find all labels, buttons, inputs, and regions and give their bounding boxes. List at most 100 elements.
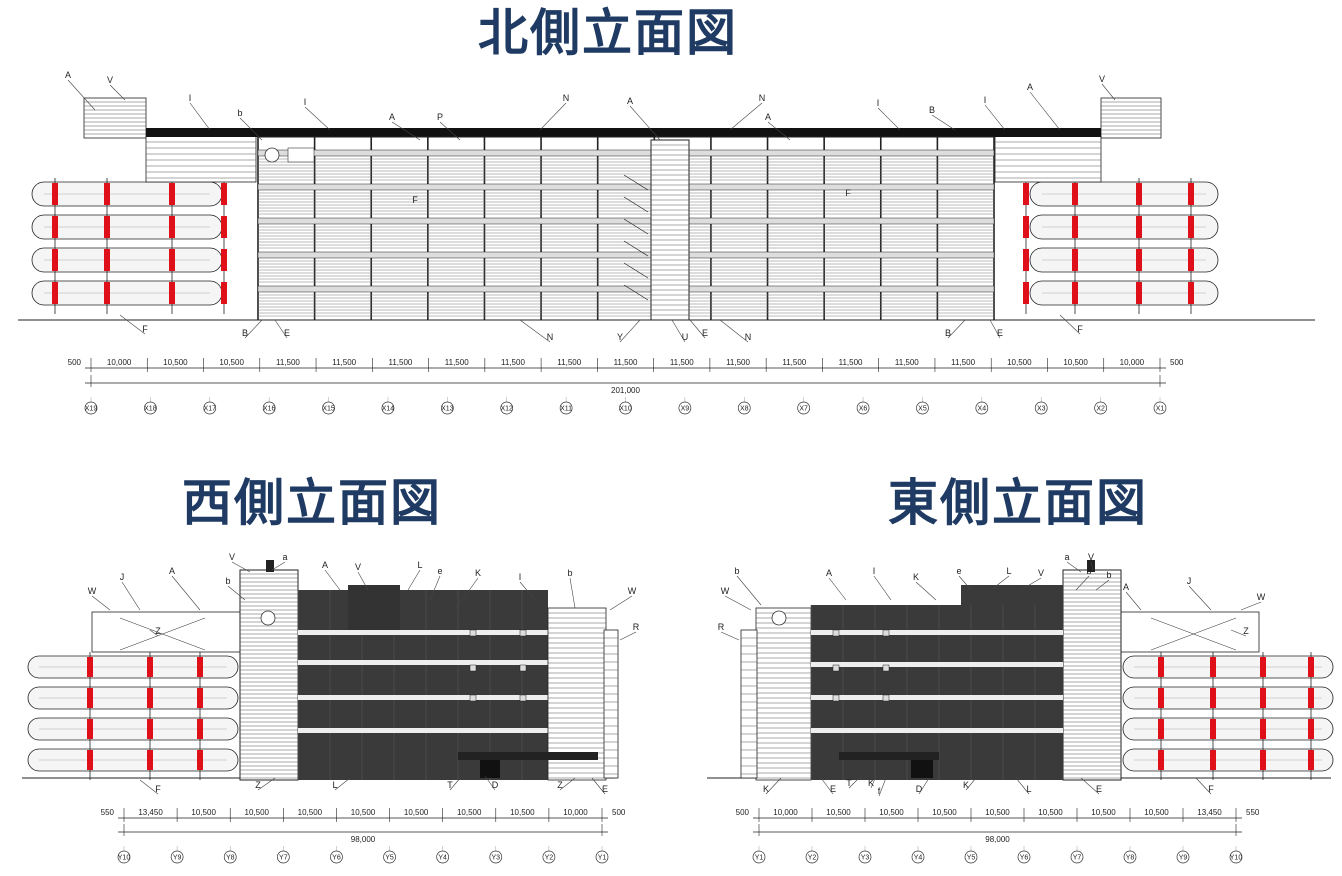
floor-slab <box>257 217 995 225</box>
entrance-door <box>480 760 500 778</box>
north-span-label: 11,500 <box>726 358 750 367</box>
east-grid-label: Y8 <box>1126 855 1135 862</box>
north-grid-label: X6 <box>859 406 868 413</box>
label-leader <box>591 777 606 795</box>
elevation-label: W <box>1257 592 1266 602</box>
floor-line <box>811 630 1063 635</box>
north-grid-bubble <box>1094 401 1107 415</box>
elevation-label: B <box>242 328 248 338</box>
elevation-label: L <box>1006 566 1011 576</box>
east-end-offset: 500 <box>736 808 750 817</box>
label-leader <box>407 569 421 591</box>
west-grid-label: Y5 <box>385 855 394 862</box>
north-grid-bubble <box>144 401 157 415</box>
elevation-label: U <box>682 332 689 342</box>
red-marker <box>1072 216 1078 238</box>
elevation-label: F <box>142 324 148 334</box>
red-marker <box>52 282 58 304</box>
stair-tower <box>239 569 299 781</box>
north-grid-bubble <box>1153 401 1167 415</box>
elevation-label: I <box>189 93 192 103</box>
label-leader <box>689 319 706 339</box>
label-leader <box>227 585 246 601</box>
east-span-label: 10,500 <box>932 808 957 817</box>
north-grid-label: X10 <box>619 406 632 413</box>
east-span-label: 10,500 <box>826 808 851 817</box>
label-leader <box>828 577 847 601</box>
red-marker <box>221 183 227 205</box>
red-marker <box>197 719 203 739</box>
floor-slab <box>257 285 995 293</box>
red-marker <box>1158 719 1164 739</box>
red-marker <box>104 216 110 238</box>
north-span-label: 11,500 <box>895 358 919 367</box>
vent-marker <box>469 694 477 702</box>
label-leader <box>1015 777 1030 795</box>
label-leader <box>539 102 567 131</box>
elevation-label: e <box>437 566 442 576</box>
label-leader <box>990 575 1010 591</box>
elevation-label: K <box>868 778 874 788</box>
vent-marker <box>832 629 840 637</box>
red-marker <box>1260 750 1266 770</box>
north-grid-label: X4 <box>978 406 987 413</box>
elevation-label: b <box>1106 570 1111 580</box>
red-marker <box>87 657 93 677</box>
vent-marker <box>832 664 840 672</box>
elevation-label: A <box>65 70 71 80</box>
vent-marker <box>469 664 477 672</box>
label-leader <box>619 631 637 641</box>
west-grid-bubble <box>117 850 131 864</box>
elevation-label: N <box>547 332 554 342</box>
label-leader <box>231 561 251 573</box>
floor-line <box>298 728 548 733</box>
red-marker <box>1158 750 1164 770</box>
east-grid-label: Y5 <box>967 855 976 862</box>
elevation-label: L <box>332 780 337 790</box>
north-grid-bubble <box>797 401 811 415</box>
red-marker <box>1023 216 1029 238</box>
north-grid-bubble <box>856 401 870 415</box>
red-marker <box>52 216 58 238</box>
north-grid-bubble <box>619 401 632 415</box>
label-leader <box>878 777 887 797</box>
floor-slab <box>257 251 995 259</box>
east-grid-bubble <box>1070 850 1084 864</box>
label-leader <box>559 777 576 791</box>
red-marker <box>1136 249 1142 271</box>
elevation-label: K <box>475 568 481 578</box>
east-grid-label: Y3 <box>861 855 870 862</box>
west-grid-label: Y3 <box>491 855 500 862</box>
red-marker <box>1136 183 1142 205</box>
elevation-label: E <box>1096 784 1102 794</box>
elevation-label: b <box>1086 566 1091 576</box>
dark-facade <box>298 590 548 780</box>
label-leader <box>67 79 96 111</box>
west-elevation-title: 西側立面図 <box>182 474 442 532</box>
red-marker <box>1072 282 1078 304</box>
north-grid-bubble <box>203 401 217 415</box>
north-grid-label: X19 <box>85 406 98 413</box>
roof-mast <box>266 560 274 572</box>
north-grid-label: X15 <box>322 406 335 413</box>
red-marker <box>1210 657 1216 677</box>
elevation-label: J <box>1187 576 1192 586</box>
red-marker <box>52 249 58 271</box>
vent-marker <box>882 694 890 702</box>
floor-line <box>298 660 548 665</box>
red-marker <box>147 688 153 708</box>
north-span-label: 11,500 <box>670 358 694 367</box>
north-grid-label: X11 <box>560 406 572 413</box>
label-leader <box>915 581 937 601</box>
vent-marker <box>882 664 890 672</box>
elevation-label: R <box>633 622 640 632</box>
vent-marker <box>519 694 527 702</box>
north-span-label: 11,500 <box>276 358 300 367</box>
red-marker <box>1308 657 1314 677</box>
west-grid-bubble <box>436 850 450 864</box>
elevation-label: A <box>826 568 832 578</box>
east-grid-bubble <box>1176 850 1190 864</box>
red-marker <box>104 282 110 304</box>
label-leader <box>1020 577 1042 591</box>
